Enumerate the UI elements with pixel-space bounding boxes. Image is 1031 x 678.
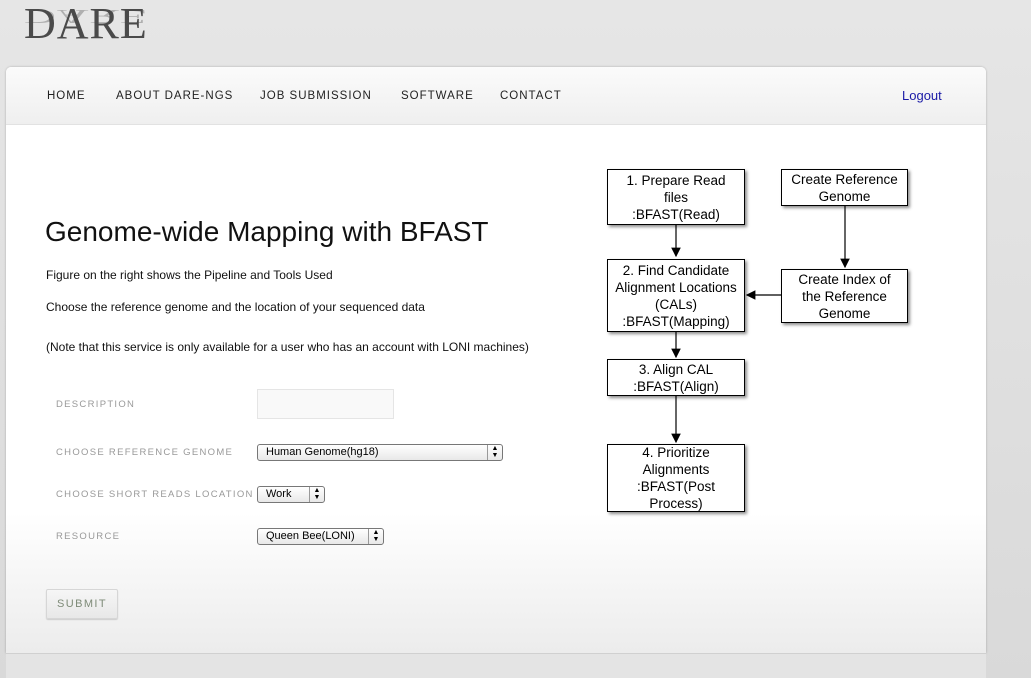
resource-label: RESOURCE [56, 531, 121, 542]
reference-genome-value: Human Genome(hg18) [266, 446, 379, 458]
pipeline-create-index-label: Create Index of the Reference Genome [798, 271, 891, 321]
nav-home[interactable]: HOME [47, 90, 86, 102]
pipeline-step-align-cal: 3. Align CAL :BFAST(Align) [607, 359, 745, 396]
resource-select[interactable]: Queen Bee(LONI) ▲▼ [257, 528, 384, 545]
nav-software[interactable]: SOFTWARE [401, 90, 474, 102]
pipeline-create-reference-label: Create Reference Genome [791, 171, 898, 204]
dare-logo-reflection: DARE [24, 5, 148, 28]
dare-logo[interactable]: DARE [24, 0, 148, 48]
select-arrows-icon: ▲▼ [368, 529, 383, 544]
pipeline-step-prioritize: 4. Prioritize Alignments :BFAST(Post Pro… [607, 444, 745, 512]
footer-strip [6, 653, 986, 678]
submit-button[interactable]: SUBMIT [46, 589, 118, 619]
page-title: Genome-wide Mapping with BFAST [45, 216, 489, 247]
pipeline-step-prepare-reads-label: 1. Prepare Read files :BFAST(Read) [626, 172, 726, 222]
info-text-pipeline: Figure on the right shows the Pipeline a… [46, 268, 333, 282]
resource-value: Queen Bee(LONI) [266, 530, 355, 542]
info-text-choose: Choose the reference genome and the loca… [46, 300, 425, 314]
nav-job-submission[interactable]: JOB SUBMISSION [260, 90, 372, 102]
pipeline-step-find-cals-label: 2. Find Candidate Alignment Locations (C… [615, 262, 737, 329]
panel-fade [6, 513, 986, 653]
main-panel: HOME ABOUT DARE-NGS JOB SUBMISSION SOFTW… [6, 67, 986, 653]
description-input[interactable] [257, 389, 394, 419]
description-label: DESCRIPTION [56, 399, 136, 410]
info-text-note: (Note that this service is only availabl… [46, 340, 529, 354]
pipeline-create-reference: Create Reference Genome [781, 169, 908, 206]
logout-link[interactable]: Logout [902, 88, 942, 103]
pipeline-step-align-cal-label: 3. Align CAL :BFAST(Align) [633, 361, 719, 394]
pipeline-step-prepare-reads: 1. Prepare Read files :BFAST(Read) [607, 169, 745, 225]
top-navigation: HOME ABOUT DARE-NGS JOB SUBMISSION SOFTW… [6, 67, 986, 125]
reference-genome-label: CHOOSE REFERENCE GENOME [56, 447, 234, 458]
pipeline-arrows [671, 205, 850, 444]
nav-contact[interactable]: CONTACT [500, 90, 562, 102]
short-reads-location-value: Work [266, 488, 292, 500]
short-reads-location-label: CHOOSE SHORT READS LOCATION [56, 489, 254, 500]
pipeline-step-prioritize-label: 4. Prioritize Alignments :BFAST(Post Pro… [636, 445, 716, 511]
pipeline-step-find-cals: 2. Find Candidate Alignment Locations (C… [607, 259, 745, 332]
short-reads-location-select[interactable]: Work ▲▼ [257, 486, 325, 503]
pipeline-create-index: Create Index of the Reference Genome [781, 269, 908, 323]
nav-about[interactable]: ABOUT DARE-NGS [116, 90, 234, 102]
select-arrows-icon: ▲▼ [487, 445, 502, 460]
select-arrows-icon: ▲▼ [309, 487, 324, 502]
reference-genome-select[interactable]: Human Genome(hg18) ▲▼ [257, 444, 503, 461]
